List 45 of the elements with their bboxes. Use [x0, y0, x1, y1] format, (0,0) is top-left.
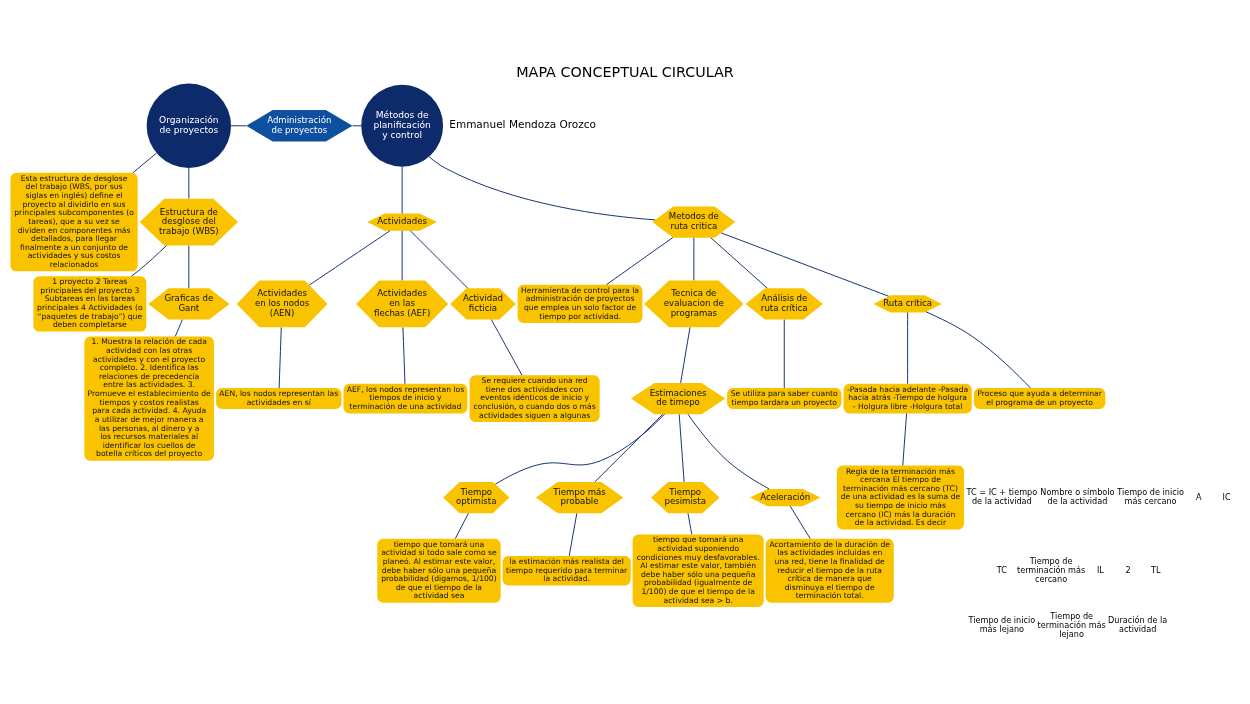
connector	[278, 326, 282, 389]
connector	[680, 326, 691, 384]
connector	[428, 156, 656, 221]
connector	[352, 125, 362, 127]
connector	[132, 152, 157, 174]
label: TC = IC + tiempo de la actividad	[966, 486, 1038, 507]
connector	[490, 319, 523, 376]
connector	[925, 311, 1031, 389]
label: Nombre o símbolo de la actividad	[1040, 486, 1115, 507]
connector	[783, 319, 785, 389]
label: Tiempo de inicio más cercano	[1117, 486, 1184, 507]
label: TC	[996, 564, 1007, 575]
node-circle: Organización de proyectos	[146, 83, 232, 168]
label: Tiempo de terminación más cercano	[1016, 555, 1086, 584]
connector	[606, 237, 674, 286]
diagram-title: MAPA CONCEPTUAL CIRCULAR	[516, 64, 734, 81]
label: Duración de la actividad	[1108, 615, 1168, 635]
connector	[687, 512, 693, 535]
connector	[710, 237, 768, 289]
label: Tiempo de terminación más lejano	[1037, 610, 1106, 640]
connector	[188, 167, 190, 200]
connector	[494, 413, 665, 485]
connector	[687, 413, 770, 490]
connector	[789, 505, 811, 540]
connector	[401, 166, 403, 214]
connector	[402, 326, 406, 385]
connector	[594, 413, 664, 483]
connector	[678, 413, 685, 483]
connector	[230, 125, 247, 127]
connector	[907, 312, 909, 385]
label: Tiempo de inicio más lejano	[968, 615, 1036, 635]
connector	[131, 245, 167, 277]
label: TL	[1151, 564, 1161, 575]
connector	[902, 413, 908, 466]
label: A	[1196, 491, 1202, 502]
connector	[308, 230, 391, 286]
node-circle: Métodos de planificación y control	[361, 84, 444, 167]
label: Emmanuel Mendoza Orozco	[449, 118, 597, 131]
connector	[454, 512, 469, 540]
connector	[174, 319, 183, 337]
connector	[568, 512, 578, 557]
label: IC	[1222, 491, 1231, 502]
label: 2	[1125, 564, 1131, 575]
label: IL	[1096, 564, 1104, 575]
connector	[720, 232, 889, 297]
